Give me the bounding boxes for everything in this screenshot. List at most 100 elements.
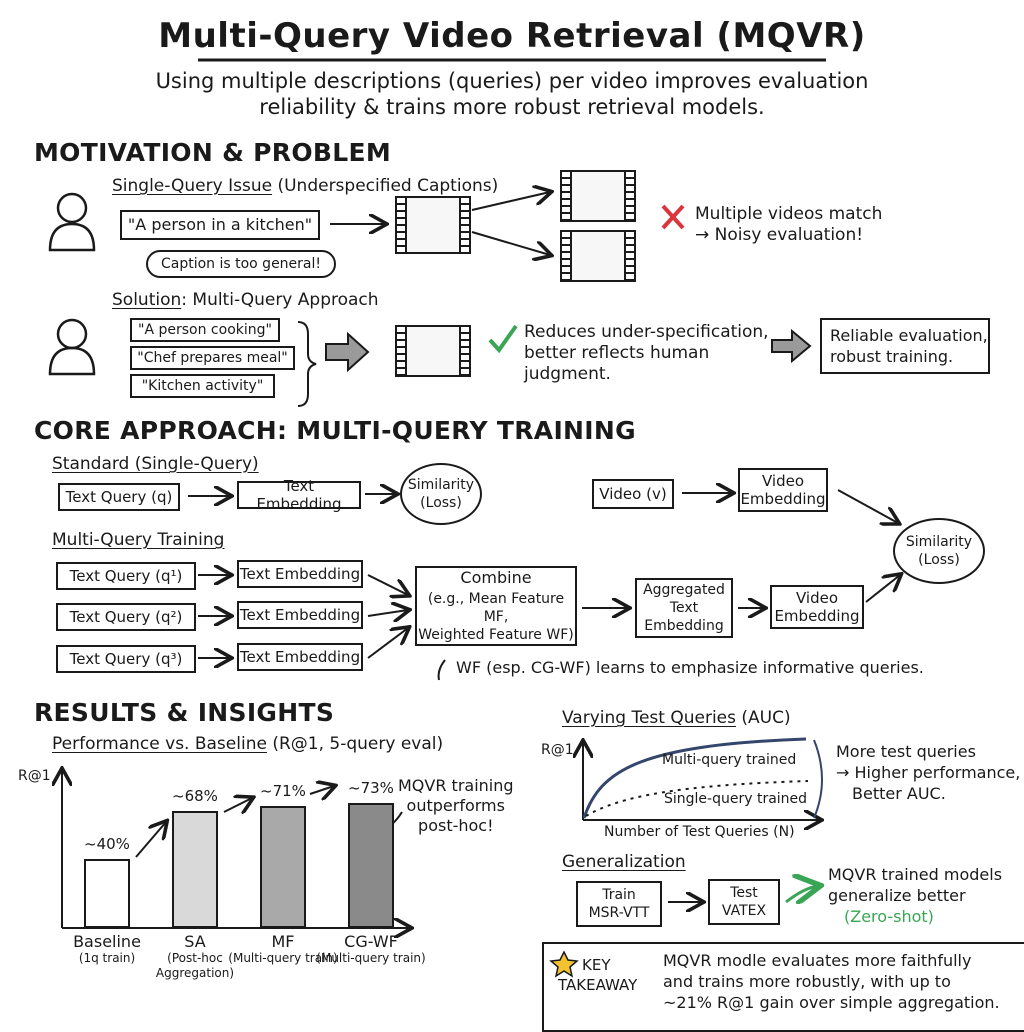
- perf-label-text: Performance vs. Baseline: [52, 734, 267, 754]
- caption-note-bubble: Caption is too general!: [146, 250, 336, 278]
- issue-detail: (Underspecified Captions): [277, 176, 499, 196]
- video-frame-icon: [560, 230, 636, 282]
- perf-label: Performance vs. Baseline (R@1, 5-query e…: [52, 734, 443, 754]
- video-frame-icon: [395, 196, 471, 254]
- perf-note-line: post-hoc!: [418, 816, 494, 835]
- results-heading: RESULTS & INSIGHTS: [34, 698, 335, 727]
- train-line: Train: [602, 887, 636, 903]
- perf-detail: (R@1, 5-query eval): [272, 734, 444, 754]
- agg-line: Embedding: [644, 618, 724, 634]
- arrow-mf-to-cgwf: [309, 786, 334, 794]
- arrow-sa-to-mf: [223, 798, 252, 812]
- single-query-curve-label: Single-query trained: [664, 791, 808, 807]
- train-box: Train MSR-VTT: [576, 881, 662, 927]
- problem-line: Multiple videos match: [695, 204, 883, 224]
- problem-line: → Noisy evaluation!: [695, 225, 864, 245]
- curve-note-line: More test queries: [836, 742, 976, 761]
- problem-text: Multiple videos match → Noisy evaluation…: [695, 204, 882, 246]
- block-arrow-icon: [771, 328, 812, 364]
- takeaway-line: ~21% R@1 gain over simple aggregation.: [663, 993, 1000, 1012]
- takeaway-line: and trains more robustly, with up to: [663, 972, 951, 991]
- benefit-line: Reduces under-specification,: [524, 322, 769, 342]
- standard-label: Standard (Single-Query): [52, 454, 259, 474]
- perf-note-line: MQVR training: [398, 776, 514, 795]
- takeaway-text: MQVR modle evaluates more faithfully and…: [663, 950, 1000, 1013]
- similarity-line: (Loss): [420, 495, 462, 511]
- takeaway-line: MQVR modle evaluates more faithfully: [663, 951, 972, 970]
- mq-text-embedding-box: Text Embedding: [237, 560, 363, 588]
- multi-query-curve-label: Multi-query trained: [662, 752, 797, 768]
- video-box: Video (v): [592, 479, 674, 509]
- video-emb-line: Embedding: [740, 490, 826, 508]
- result-box: Reliable evaluation, robust training.: [820, 318, 990, 374]
- combine-line: Weighted Feature WF): [418, 626, 574, 643]
- mq-similarity-ellipse: Similarity (Loss): [893, 518, 985, 584]
- similarity-line: Similarity: [407, 477, 475, 493]
- curve-note-line: Better AUC.: [852, 784, 946, 803]
- combine-title: Combine: [460, 567, 532, 587]
- std-text-embedding-box: Text Embedding: [237, 477, 361, 513]
- check-icon: [488, 324, 518, 354]
- takeaway-label: KEY TAKEAWAY: [558, 955, 637, 995]
- benefit-text: Reduces under-specification, better refl…: [524, 322, 769, 385]
- perf-note: MQVR training outperforms post-hoc!: [398, 776, 514, 836]
- wf-note: WF (esp. CG-WF) learns to emphasize info…: [456, 658, 924, 677]
- single-query-issue-label: Single-Query Issue (Underspecified Capti…: [112, 176, 498, 196]
- takeaway-label-line: KEY: [582, 956, 611, 974]
- bar-value-label: ~68%: [172, 787, 218, 806]
- varying-label-text: Varying Test Queries: [562, 708, 736, 728]
- core-heading: CORE APPROACH: MULTI-QUERY TRAINING: [34, 416, 636, 445]
- video-frame-icon: [395, 325, 471, 377]
- category-sublabel: (Multi-query train): [228, 951, 338, 965]
- bar-y-label: R@1: [18, 768, 51, 784]
- bar-value-label: ~73%: [348, 778, 394, 797]
- subtitle-line: Using multiple descriptions (queries) pe…: [155, 69, 869, 93]
- category-sublabel: (Post-hoc Aggregation): [155, 951, 235, 980]
- mq-text-query-box: Text Query (q²): [56, 603, 196, 631]
- bar-category-label: CG-WF(Multi-query train): [308, 932, 434, 966]
- video-emb-line: Embedding: [774, 607, 860, 625]
- note-pointer: [437, 659, 446, 681]
- motivation-heading: MOTIVATION & PROBLEM: [34, 138, 392, 167]
- curve-y-label: R@1: [541, 742, 574, 758]
- subtitle: Using multiple descriptions (queries) pe…: [0, 68, 1024, 120]
- generalization-note: MQVR trained models generalize better (Z…: [828, 864, 1002, 927]
- category-name: Baseline: [73, 932, 141, 951]
- category-name: SA: [184, 932, 206, 951]
- curve-bracket: [813, 739, 823, 819]
- page-title: Multi-Query Video Retrieval (MQVR): [158, 16, 866, 56]
- video-embedding-box: Video Embedding: [738, 468, 828, 512]
- query-box: "Kitchen activity": [130, 374, 275, 398]
- solution-label: Solution: Multi-Query Approach: [112, 290, 379, 310]
- query-brace-icon: [297, 321, 317, 407]
- bar-category-label: SA(Post-hoc Aggregation): [132, 932, 258, 981]
- curve-note-line: → Higher performance,: [836, 763, 1021, 782]
- benefit-line: judgment.: [524, 364, 611, 384]
- aggregated-embedding-box: Aggregated Text Embedding: [635, 578, 733, 638]
- curve-note: More test queries → Higher performance, …: [836, 741, 1020, 804]
- category-sublabel: (Multi-query train): [316, 951, 426, 965]
- agg-line: Aggregated: [643, 582, 725, 598]
- zero-shot-label: (Zero-shot): [844, 907, 934, 926]
- arrow-emb3-to-combine: [367, 628, 408, 659]
- combine-box: Combine (e.g., Mean Feature MF, Weighted…: [415, 566, 577, 646]
- test-box: Test VATEX: [708, 879, 780, 925]
- bar-category-label: Baseline(1q train): [44, 932, 170, 966]
- mq-text-embedding-box: Text Embedding: [237, 601, 363, 629]
- gen-note-line: generalize better: [828, 886, 966, 905]
- video-emb-line: Video: [761, 472, 805, 490]
- combine-line: (e.g., Mean Feature MF,: [427, 590, 565, 625]
- gen-note-line: MQVR trained models: [828, 865, 1003, 884]
- bar-mf: [260, 806, 306, 928]
- train-line: MSR-VTT: [588, 905, 650, 921]
- mq-text-embedding-box: Text Embedding: [237, 643, 363, 671]
- varying-detail: (AUC): [741, 708, 791, 728]
- caption-box: "A person in a kitchen": [120, 210, 320, 240]
- arrow-video-to-match-2: [471, 231, 550, 255]
- subtitle-line: reliability & trains more robust retriev…: [259, 95, 765, 119]
- bar-cg-wf: [348, 802, 394, 928]
- category-sublabel: (1q train): [78, 951, 136, 965]
- arrow-emb1-to-combine: [367, 574, 408, 595]
- cross-icon: [661, 204, 685, 230]
